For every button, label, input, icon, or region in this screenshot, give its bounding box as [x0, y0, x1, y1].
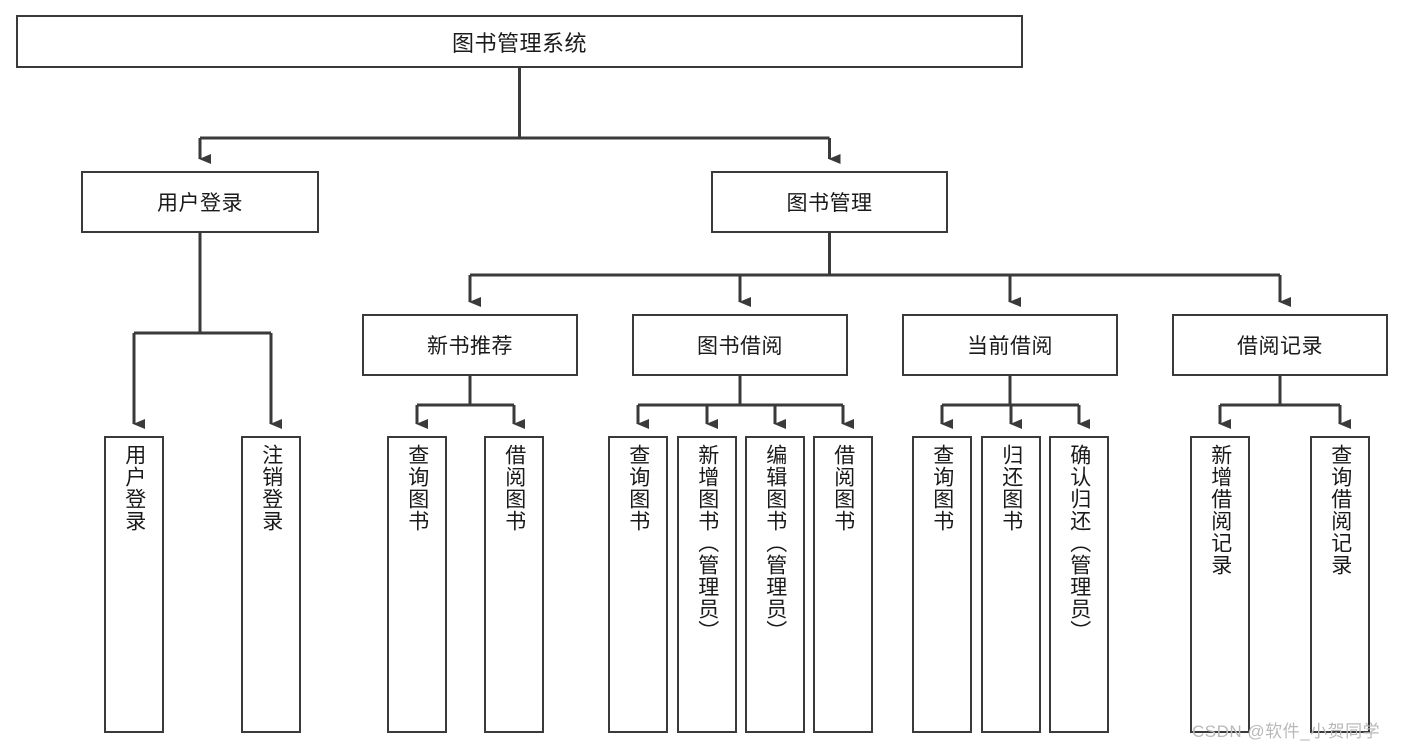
- node-leaf-cur-query[interactable]: 查询图书: [912, 436, 972, 733]
- node-book-manage[interactable]: 图书管理: [711, 171, 948, 233]
- node-label: 查询图书: [930, 444, 954, 532]
- node-leaf-borrow-edit[interactable]: 编辑图书（管理员）: [745, 436, 805, 733]
- watermark-text: CSDN @软件_小贺同学: [1192, 722, 1381, 741]
- node-leaf-user-login[interactable]: 用户登录: [104, 436, 164, 733]
- node-leaf-rec-borrow[interactable]: 借阅图书: [484, 436, 544, 733]
- node-leaf-rec-query2[interactable]: 查询借阅记录: [1310, 436, 1370, 733]
- node-label: 归还图书: [999, 444, 1023, 532]
- node-label: 图书借阅: [697, 335, 783, 358]
- node-leaf-rec-query[interactable]: 查询图书: [387, 436, 447, 733]
- node-label: 查询图书: [626, 444, 650, 532]
- node-label: 图书管理: [786, 192, 873, 215]
- node-label: 借阅图书: [831, 444, 855, 532]
- node-leaf-rec-add[interactable]: 新增借阅记录: [1190, 436, 1250, 733]
- node-label: 新增借阅记录: [1208, 444, 1232, 576]
- node-label: 新书推荐: [427, 335, 513, 358]
- node-label: 新增图书（管理员）: [695, 444, 719, 642]
- node-label: 用户登录: [122, 444, 146, 532]
- node-leaf-borrow-query[interactable]: 查询图书: [608, 436, 668, 733]
- node-label: 借阅图书: [502, 444, 526, 532]
- node-label: 图书管理系统: [451, 30, 587, 56]
- node-label: 确认归还（管理员）: [1067, 444, 1091, 642]
- node-label: 注销登录: [259, 444, 283, 532]
- node-borrow-record[interactable]: 借阅记录: [1172, 314, 1388, 376]
- node-user-login[interactable]: 用户登录: [81, 171, 319, 233]
- node-book-borrow[interactable]: 图书借阅: [632, 314, 848, 376]
- node-label: 编辑图书（管理员）: [763, 444, 787, 642]
- node-leaf-cur-return[interactable]: 归还图书: [981, 436, 1041, 733]
- node-leaf-borrow-do[interactable]: 借阅图书: [813, 436, 873, 733]
- node-root[interactable]: 图书管理系统: [16, 15, 1023, 68]
- node-label: 当前借阅: [967, 335, 1053, 358]
- node-label: 查询图书: [405, 444, 429, 532]
- node-label: 借阅记录: [1237, 335, 1323, 358]
- node-leaf-cur-confirm[interactable]: 确认归还（管理员）: [1049, 436, 1109, 733]
- node-current-borrow[interactable]: 当前借阅: [902, 314, 1118, 376]
- node-new-book-rec[interactable]: 新书推荐: [362, 314, 578, 376]
- node-label: 查询借阅记录: [1328, 444, 1352, 576]
- node-leaf-borrow-add[interactable]: 新增图书（管理员）: [677, 436, 737, 733]
- node-label: 用户登录: [157, 192, 243, 215]
- node-leaf-user-logout[interactable]: 注销登录: [241, 436, 301, 733]
